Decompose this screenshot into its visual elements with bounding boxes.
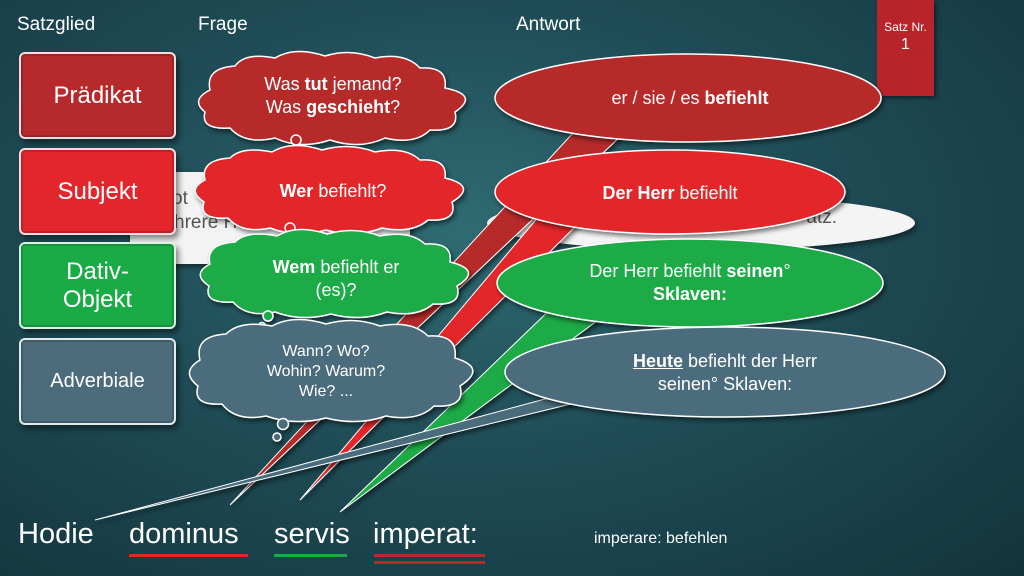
question-praedikat: Was tut jemand? Was geschieht?: [264, 74, 402, 117]
satz-label: Satz Nr.: [884, 20, 927, 34]
row-dativ-objekt-label: Dativ-Objekt: [62, 257, 133, 313]
latin-word-imperat: imperat:: [373, 518, 478, 550]
question-cloud-dativ: [199, 228, 469, 331]
row-adverbiale-label: Adverbiale: [50, 370, 145, 392]
question-cloud-subjekt: [194, 144, 464, 245]
answer-dativ: Der Herr befiehlt seinen° Sklaven:: [589, 261, 791, 304]
latin-word-servis: servis: [274, 518, 350, 550]
row-praedikat-label: Prädikat: [53, 81, 142, 109]
row-praedikat-button[interactable]: Prädikat: [19, 52, 176, 139]
satz-number: 1: [901, 36, 910, 53]
header-frage: Frage: [198, 14, 248, 35]
answer-oval-praedikat: [494, 53, 882, 143]
underline-subjekt: [129, 554, 248, 557]
latin-word-hodie: Hodie: [18, 518, 94, 550]
answer-praedikat: er / sie / es befiehlt: [611, 88, 769, 108]
question-adverbiale: Wann? Wo? Wohin? Warum? Wie? ...: [266, 343, 386, 400]
row-subjekt-button[interactable]: Subjekt: [19, 148, 176, 235]
answer-subjekt: Der Herr befiehlt: [602, 183, 738, 203]
vocabulary-gloss: imperare: befehlen: [594, 530, 728, 547]
row-subjekt-label: Subjekt: [57, 177, 138, 205]
answer-oval-subjekt: [494, 149, 846, 235]
question-subjekt: Wer befiehlt?: [279, 181, 387, 201]
row-dativ-objekt-button[interactable]: Dativ-Objekt: [19, 242, 176, 329]
answer-adverbiale: Heute befiehlt der Herr seinen° Sklaven:: [632, 351, 818, 394]
header-satzglied: Satzglied: [17, 14, 96, 35]
satz-number-badge: Satz Nr. 1: [877, 0, 934, 96]
underline-praedikat-2: [374, 561, 485, 564]
question-cloud-praedikat: [197, 50, 467, 157]
underline-praedikat-1: [374, 554, 485, 557]
underline-dativ: [274, 554, 347, 557]
latin-word-dominus: dominus: [129, 518, 239, 550]
row-adverbiale-button[interactable]: Adverbiale: [19, 338, 176, 425]
question-cloud-adverbiale: [188, 318, 474, 442]
question-dativ: Wem befiehlt er (es)?: [272, 257, 400, 300]
answer-oval-adverbiale: [504, 326, 946, 418]
header-antwort: Antwort: [516, 14, 581, 35]
